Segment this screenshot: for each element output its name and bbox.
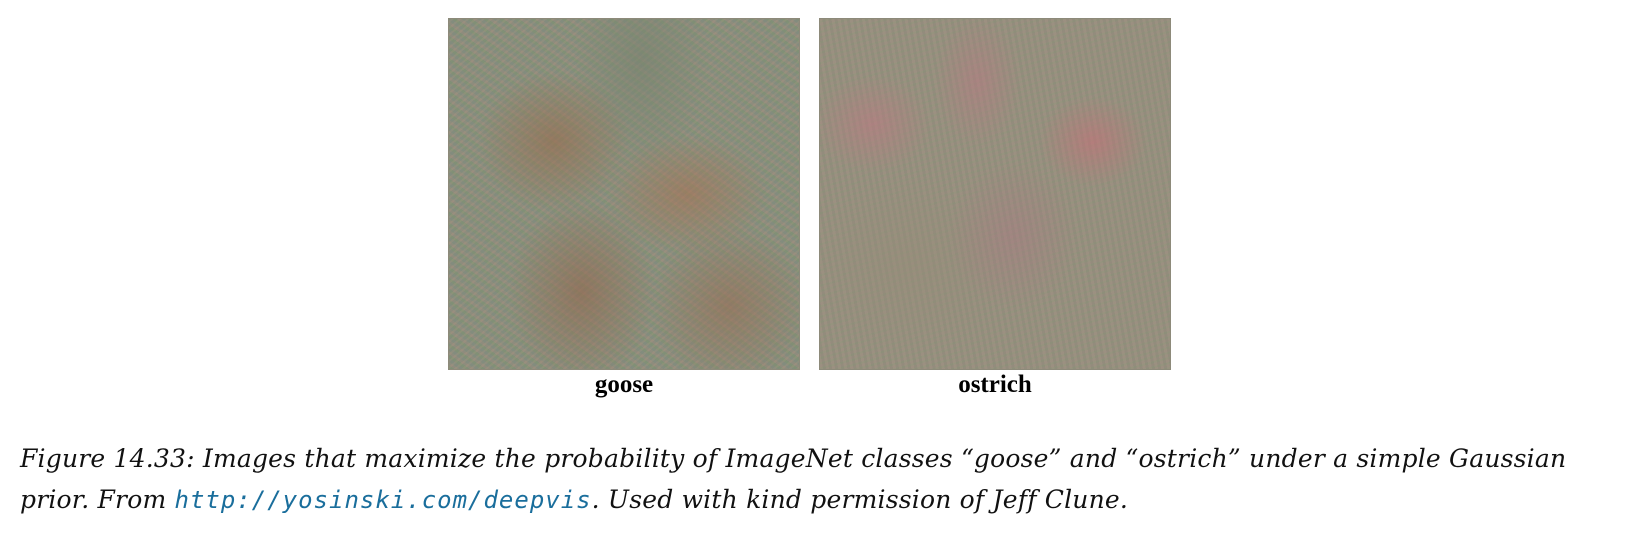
- caption-text-start: Figure 14.33: Images that maximize the p…: [20, 444, 1567, 514]
- goose-image: [448, 18, 800, 370]
- caption-text-end: . Used with kind permission of Jeff Clun…: [591, 485, 1129, 514]
- figure-caption: Figure 14.33: Images that maximize the p…: [20, 438, 1610, 521]
- ostrich-image: [819, 18, 1171, 370]
- caption-url-link[interactable]: http://yosinski.com/deepvis: [174, 486, 592, 514]
- goose-label: goose: [594, 371, 654, 398]
- ostrich-label: ostrich: [958, 371, 1032, 398]
